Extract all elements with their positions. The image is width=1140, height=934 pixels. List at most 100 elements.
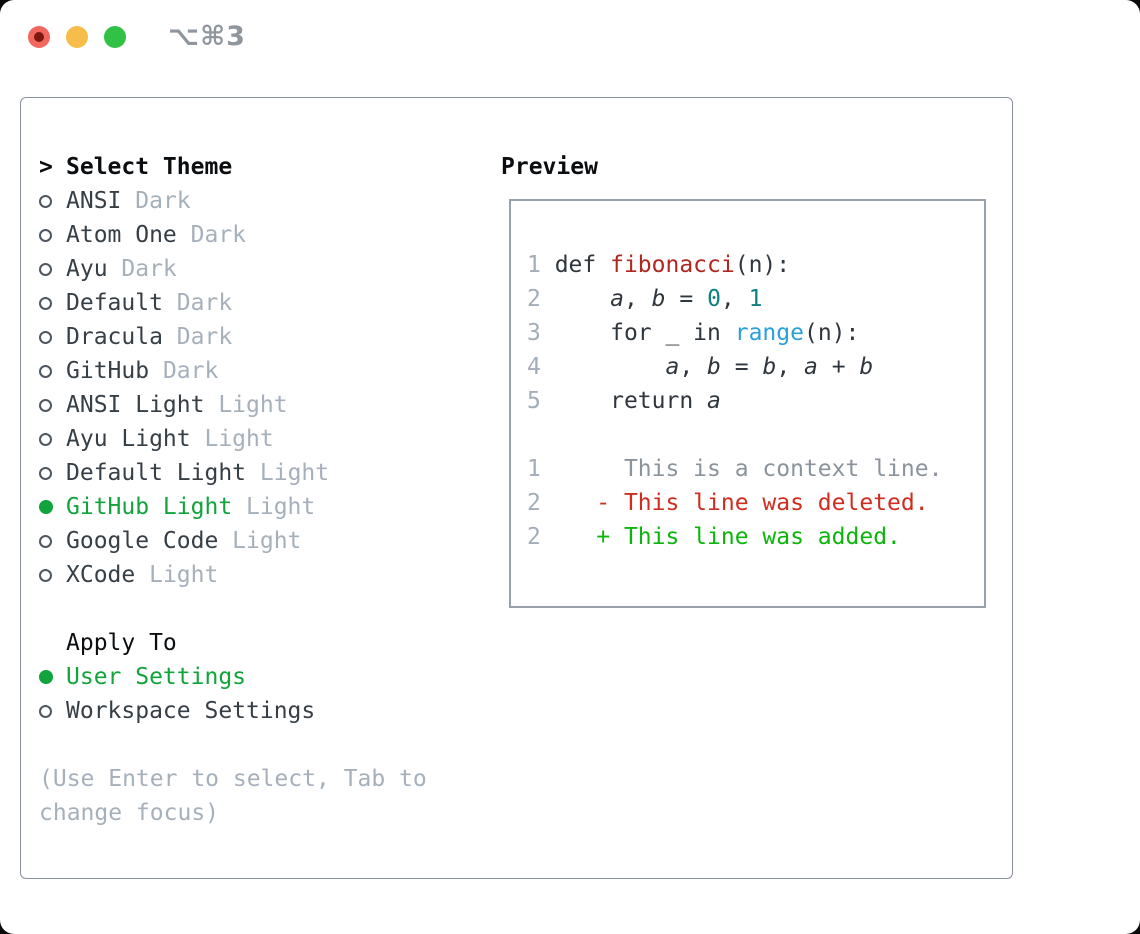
preview-line: 1 This is a context line. bbox=[527, 452, 984, 486]
variant-tag: Dark bbox=[121, 256, 177, 282]
variant-tag: Light bbox=[149, 562, 219, 588]
radio-icon bbox=[39, 262, 52, 276]
code-segment-fg bbox=[555, 354, 666, 380]
code-segment-fg: , bbox=[720, 286, 749, 312]
variant-tag: Dark bbox=[176, 324, 233, 350]
code-segment-fg: def bbox=[554, 252, 611, 278]
code-segment-var: b bbox=[651, 286, 666, 312]
preview-label: Preview bbox=[501, 154, 598, 180]
code-segment-fg: = bbox=[665, 286, 708, 312]
apply-option-workspace-settings[interactable]: Workspace Settings bbox=[39, 694, 427, 728]
code-segment-ln: 2 bbox=[527, 286, 555, 312]
option-label: Default bbox=[66, 290, 177, 316]
preview-line: 1 def fibonacci(n): bbox=[527, 248, 984, 282]
minimize-button[interactable] bbox=[66, 26, 88, 48]
code-segment-fg: = bbox=[720, 354, 763, 380]
option-label: Google Code bbox=[66, 528, 233, 554]
radio-icon bbox=[39, 466, 52, 480]
radio-icon bbox=[39, 670, 53, 684]
code-segment-ln: 2 bbox=[527, 524, 541, 550]
radio-icon bbox=[39, 364, 52, 378]
theme-picker-left-column: > Select Theme ANSI Dark Atom One Dark A… bbox=[39, 150, 427, 830]
radio-icon bbox=[39, 228, 52, 242]
code-segment-var: b bbox=[762, 354, 777, 380]
code-segment-fg bbox=[555, 286, 610, 312]
preview-line: 2 a, b = 0, 1 bbox=[527, 282, 984, 316]
variant-tag: Light bbox=[204, 426, 274, 452]
theme-option-ayu-light[interactable]: Ayu Light Light bbox=[39, 422, 427, 456]
theme-option-ansi-light[interactable]: ANSI Light Light bbox=[39, 388, 427, 422]
code-segment-del: - This line was deleted. bbox=[540, 490, 929, 516]
apply-to-label: Apply To bbox=[66, 630, 177, 656]
theme-option-dracula[interactable]: Dracula Dark bbox=[39, 320, 427, 354]
option-label: ANSI bbox=[66, 188, 136, 214]
radio-icon bbox=[39, 194, 52, 208]
radio-icon bbox=[39, 704, 52, 718]
window-title: ⌥⌘3 bbox=[168, 21, 246, 52]
apply-to-header: Apply To bbox=[39, 626, 427, 660]
radio-icon bbox=[39, 330, 52, 344]
variant-tag: Light bbox=[232, 528, 302, 554]
spacer-row bbox=[39, 728, 427, 762]
code-segment-num: 1 bbox=[748, 286, 763, 312]
preview-line bbox=[527, 418, 984, 452]
code-segment-var: a bbox=[665, 354, 680, 380]
variant-tag: Dark bbox=[190, 222, 247, 248]
option-label: GitHub Light bbox=[66, 494, 247, 520]
code-segment-fg: , bbox=[776, 354, 805, 380]
unsaved-dot-icon bbox=[34, 32, 44, 42]
radio-icon bbox=[39, 296, 52, 310]
code-segment-num: 0 bbox=[707, 286, 721, 312]
code-segment-add: + This line was added. bbox=[540, 524, 901, 550]
titlebar: ⌥⌘3 bbox=[0, 0, 1140, 75]
spacer-row bbox=[39, 592, 427, 626]
preview-line: 2 - This line was deleted. bbox=[527, 486, 984, 520]
theme-option-default[interactable]: Default Dark bbox=[39, 286, 427, 320]
variant-tag: Dark bbox=[162, 358, 219, 384]
code-segment-var: b bbox=[859, 354, 874, 380]
option-label: XCode bbox=[66, 562, 150, 588]
radio-icon bbox=[39, 500, 53, 514]
cursor-icon: > bbox=[39, 154, 53, 180]
theme-option-ayu[interactable]: Ayu Dark bbox=[39, 252, 427, 286]
code-segment-var: b bbox=[707, 354, 721, 380]
code-segment-fg: , bbox=[679, 354, 708, 380]
code-segment-fg: return bbox=[554, 388, 708, 414]
code-segment-fg: , bbox=[623, 286, 652, 312]
option-label: Default Light bbox=[66, 460, 260, 486]
option-label: GitHub bbox=[66, 358, 163, 384]
close-button[interactable] bbox=[28, 26, 50, 48]
zoom-button[interactable] bbox=[104, 26, 126, 48]
theme-option-default-light[interactable]: Default Light Light bbox=[39, 456, 427, 490]
theme-option-ansi[interactable]: ANSI Dark bbox=[39, 184, 427, 218]
theme-option-atom-one[interactable]: Atom One Dark bbox=[39, 218, 427, 252]
code-segment-ln: 3 bbox=[527, 320, 555, 346]
code-segment-var: a bbox=[804, 354, 818, 380]
preview-line: 2 + This line was added. bbox=[527, 520, 984, 554]
option-label: Ayu Light bbox=[66, 426, 205, 452]
theme-option-github-light[interactable]: GitHub Light Light bbox=[39, 490, 427, 524]
option-label: User Settings bbox=[66, 664, 247, 690]
option-label: Dracula bbox=[66, 324, 177, 350]
code-segment-var: a bbox=[610, 286, 624, 312]
option-label: Atom One bbox=[66, 222, 191, 248]
variant-tag: Light bbox=[246, 494, 316, 520]
code-segment-fg: for _ in bbox=[554, 320, 735, 346]
preview-line: 3 for _ in range(n): bbox=[527, 316, 984, 350]
code-segment-var: a bbox=[707, 388, 721, 414]
radio-icon bbox=[39, 398, 52, 412]
select-theme-label: Select Theme bbox=[66, 154, 233, 180]
code-segment-fn: fibonacci bbox=[610, 252, 735, 278]
apply-option-user-settings[interactable]: User Settings bbox=[39, 660, 427, 694]
theme-option-github[interactable]: GitHub Dark bbox=[39, 354, 427, 388]
theme-option-google-code[interactable]: Google Code Light bbox=[39, 524, 427, 558]
theme-option-xcode[interactable]: XCode Light bbox=[39, 558, 427, 592]
code-segment-ctx: This is a context line. bbox=[540, 456, 943, 482]
variant-tag: Dark bbox=[135, 188, 191, 214]
radio-icon bbox=[39, 432, 52, 446]
code-segment-fg: (n): bbox=[734, 252, 791, 278]
preview-line: 4 a, b = b, a + b bbox=[527, 350, 984, 384]
option-label: Ayu bbox=[66, 256, 122, 282]
